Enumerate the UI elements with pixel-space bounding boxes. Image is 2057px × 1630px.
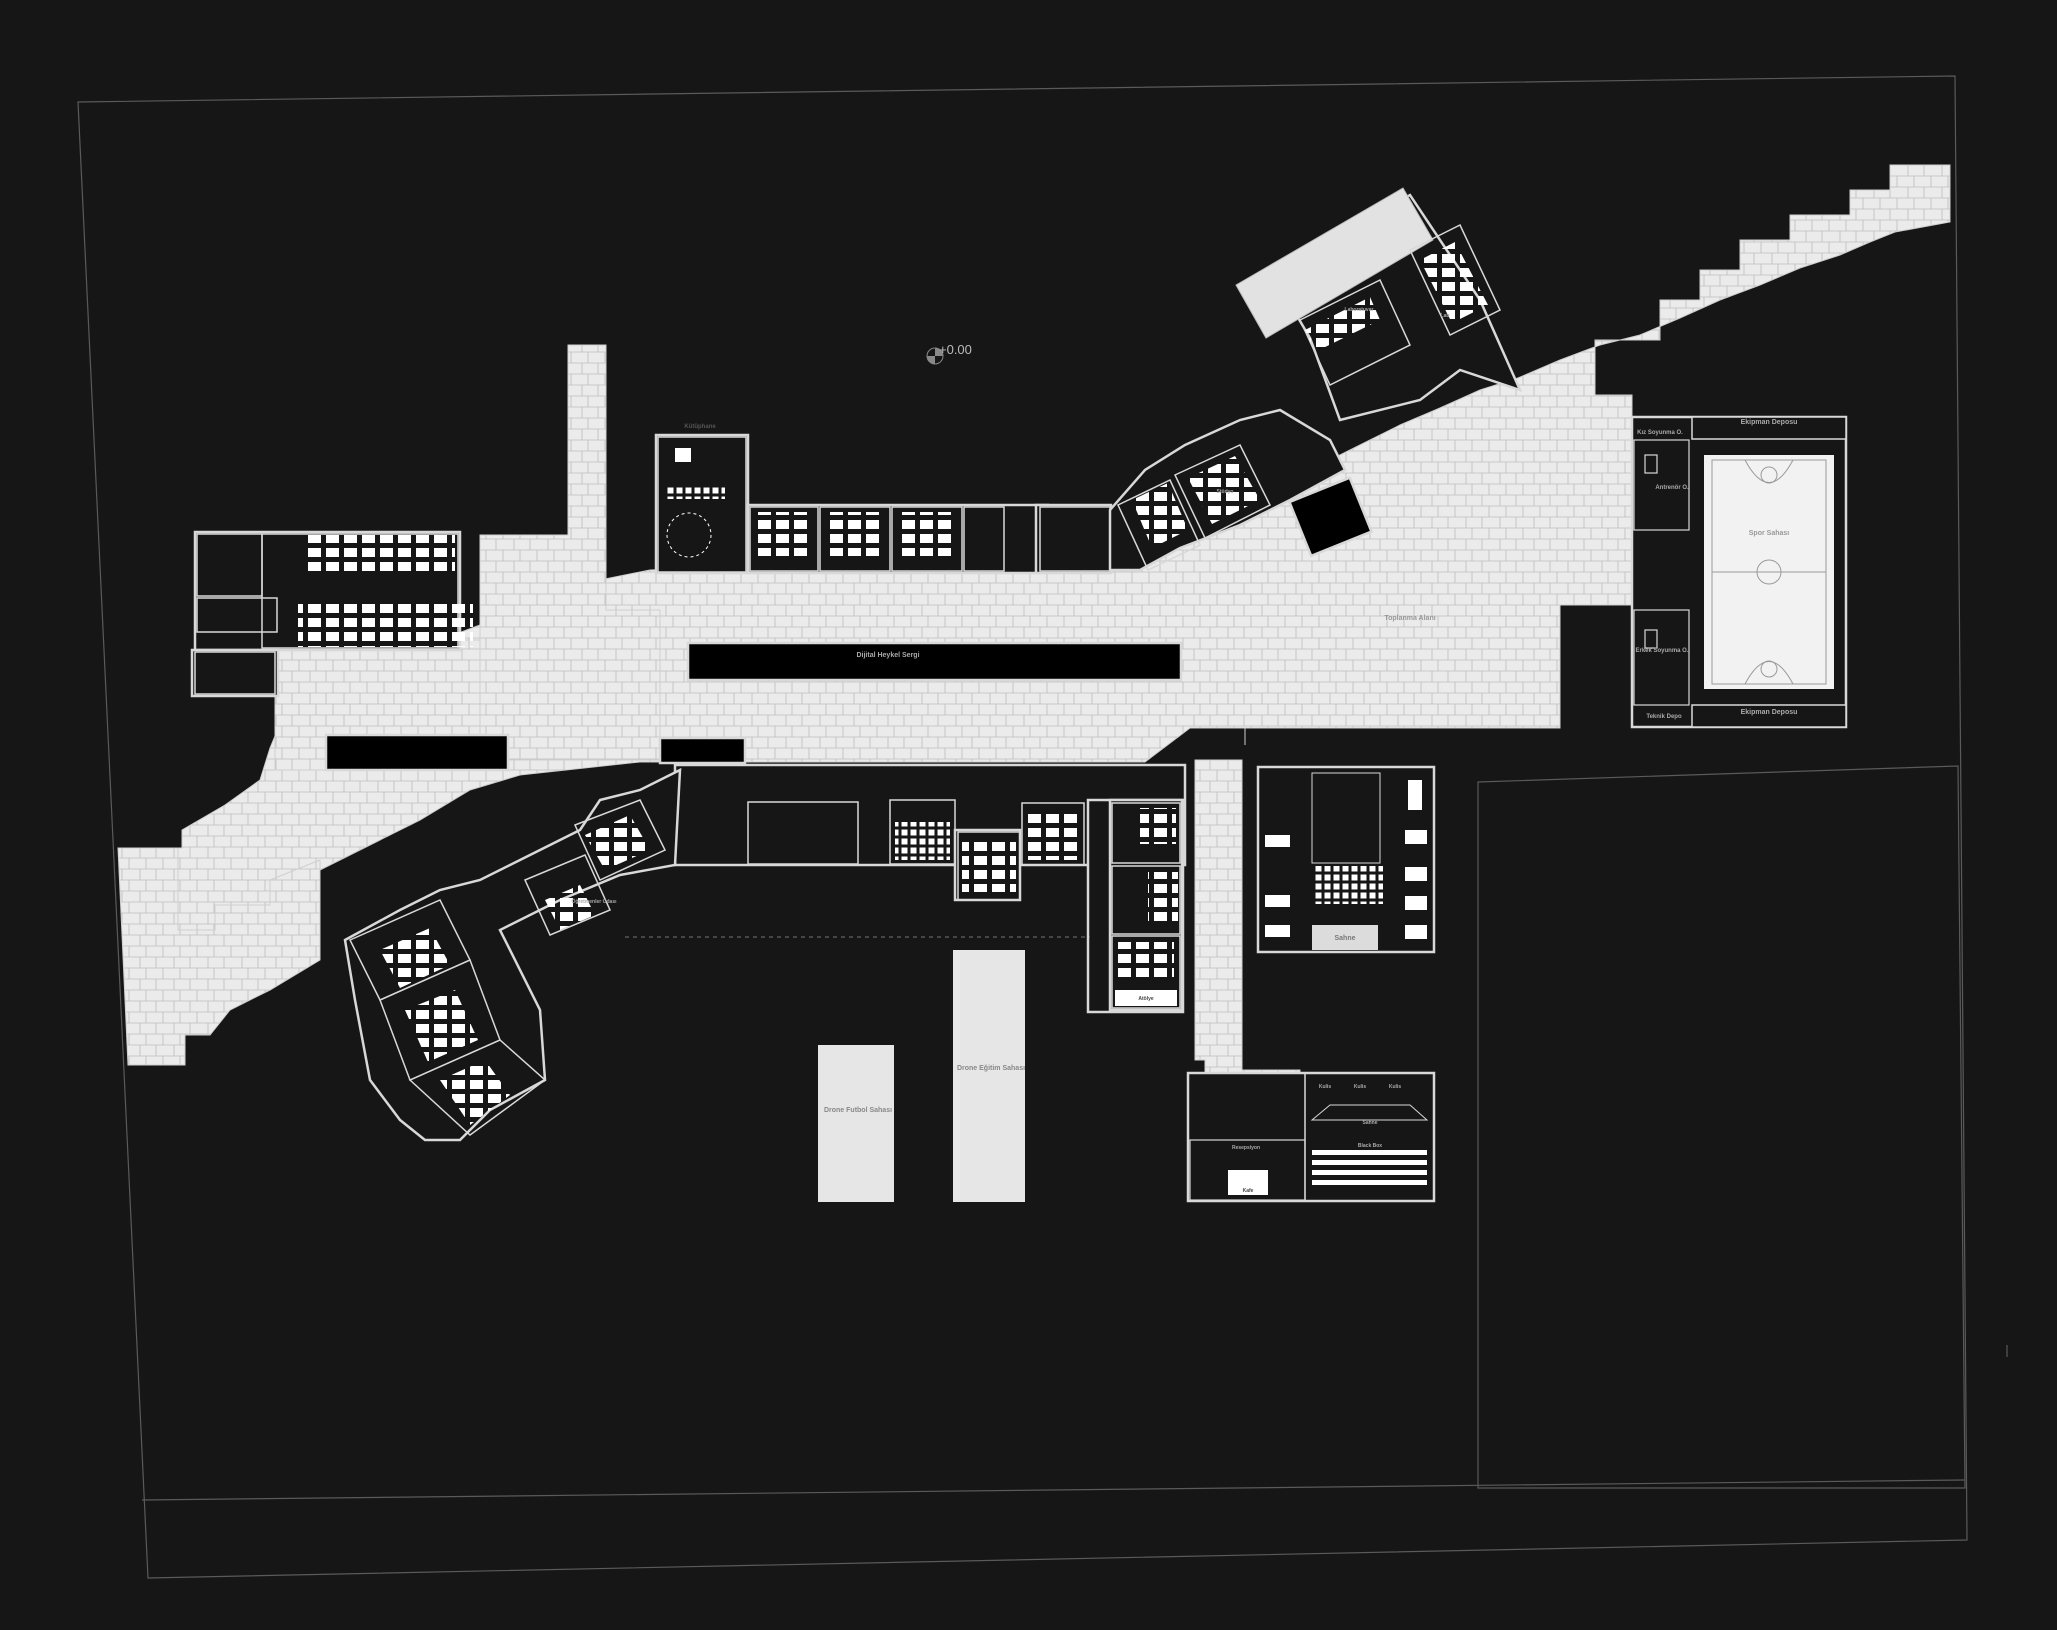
level-marker-label: +0.00 [939, 342, 972, 357]
south-classroom-desks [895, 808, 1178, 1006]
exhibition-label: Dijital Heykel Sergi [856, 652, 919, 659]
dressing-3-label: Kulis [1389, 1084, 1401, 1090]
sports-hall[interactable] [1630, 415, 1848, 729]
north-classrooms[interactable] [657, 436, 1111, 573]
library-label: Kütüphane [684, 424, 716, 430]
west-wing-seating-bottom [298, 602, 473, 647]
drone-training-label: Drone Eğitim Sahası [957, 1065, 1025, 1072]
technical-store-label: Teknik Depo [1646, 714, 1682, 720]
conference-hall[interactable] [1256, 765, 1436, 954]
dressing-1-label: Kulis [1319, 1084, 1331, 1090]
site-boundary [77, 75, 2008, 1579]
west-wing-seating-top [305, 535, 455, 575]
south-classrooms[interactable] [747, 799, 1181, 1009]
reception-label: Resepsiyon [1232, 1145, 1260, 1151]
studio-label: Stüdyo [1217, 489, 1234, 495]
north-east-desks [1132, 242, 1488, 548]
equipment-store-top-label: Ekipman Deposu [1741, 419, 1798, 426]
north-classroom-desks [665, 448, 952, 558]
changing-girls-label: Kız Soyunma O. [1637, 430, 1683, 436]
lab-label: Laboratuvar [1345, 307, 1374, 313]
drone-football-field[interactable] [818, 1045, 894, 1202]
drone-training-field[interactable] [953, 950, 1025, 1202]
teachers-room-label: Öğretmenler Odası [571, 898, 617, 905]
equipment-store-bottom-label: Ekipman Deposu [1741, 709, 1798, 716]
changing-boys-label: Erkek Soyunma O. [1635, 648, 1688, 654]
north-east-wing[interactable] [1117, 223, 1501, 572]
cafe-label: Kafe [1243, 1188, 1254, 1194]
west-wing-rooms[interactable] [194, 533, 459, 695]
workshop-label: Atölye [1138, 996, 1154, 1002]
roof-panel [1235, 187, 1434, 339]
black-box-label: Black Box [1358, 1143, 1382, 1149]
sport-field-label: Spor Sahası [1749, 530, 1790, 537]
south-west-wing[interactable] [348, 799, 667, 1136]
dressing-2-label: Kulis [1354, 1084, 1366, 1090]
south-west-desks [380, 815, 650, 1125]
stage-hall-label: Sahne [1334, 935, 1355, 942]
stage-theatre-label: Sahne [1362, 1120, 1377, 1126]
coach-label: Antrenör O. [1655, 485, 1689, 491]
black-box-theatre[interactable] [1186, 1071, 1436, 1203]
square-label: Toplanma Alanı [1384, 615, 1435, 622]
level-marker [926, 347, 944, 365]
drone-football-label: Drone Futbol Sahası [824, 1107, 892, 1114]
lab-room-label: Lab [1441, 313, 1450, 319]
